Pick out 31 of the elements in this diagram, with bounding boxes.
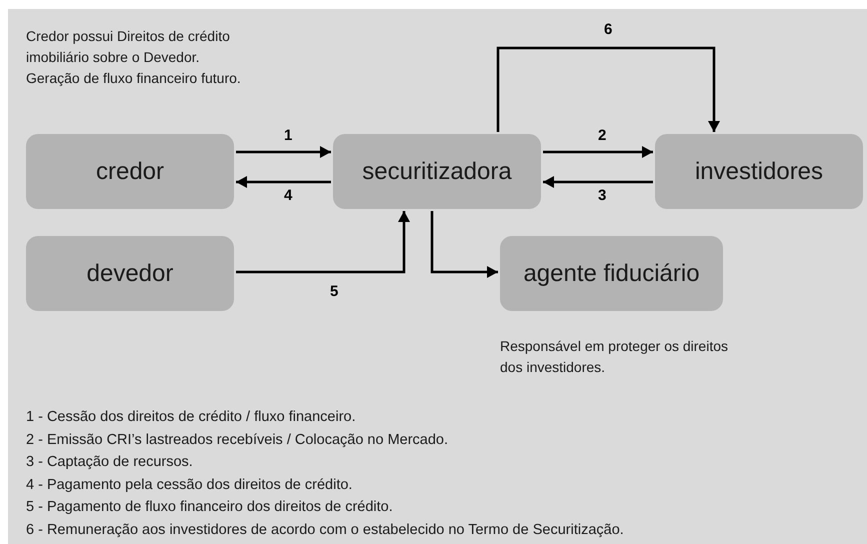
edge-label: 4 xyxy=(284,188,292,203)
arrow xyxy=(236,146,331,158)
edge-label: 3 xyxy=(598,188,606,203)
legend-line: 3 - Captação de recursos. xyxy=(26,453,194,472)
edge-label: 5 xyxy=(330,284,338,299)
process-box xyxy=(655,134,863,209)
edge-label: 6 xyxy=(604,22,612,37)
arrow xyxy=(236,211,410,274)
arrow xyxy=(236,176,331,188)
box-label: securitizadora xyxy=(362,156,512,186)
process-box xyxy=(26,134,234,209)
legend-line: 1 - Cessão dos direitos de crédito / fluxo financeiro. xyxy=(26,408,357,427)
legend-line: 6 - Remuneração aos investidores de acordo com o estabelecido no Termo de Securitização. xyxy=(26,520,624,540)
box-label: agente fiduciário xyxy=(523,258,700,288)
arrow xyxy=(543,176,653,188)
note-text: Responsável em proteger os direitos dos investidores. xyxy=(500,337,730,377)
process-box xyxy=(500,236,723,311)
process-box xyxy=(333,134,541,209)
legend-line: 2 - Emissão CRI’s lastreados recebíveis / Colocação no Mercado. xyxy=(26,430,450,450)
edge-label: 1 xyxy=(284,128,292,143)
edge-label: 2 xyxy=(598,128,606,143)
arrow xyxy=(496,46,720,132)
box-label: credor xyxy=(96,156,164,186)
arrow xyxy=(430,211,498,278)
box-label: investidores xyxy=(694,156,824,186)
arrow xyxy=(543,146,653,158)
note-text: Credor possui Direitos de crédito imobiliário sobre o Devedor. Geração de fluxo financeiro futuro. xyxy=(26,27,242,88)
box-label: devedor xyxy=(86,258,174,288)
legend-line: 5 - Pagamento de fluxo financeiro dos direitos de crédito. xyxy=(26,498,394,517)
process-box xyxy=(26,236,234,311)
legend-line: 4 - Pagamento pela cessão dos direitos de crédito. xyxy=(26,476,354,494)
